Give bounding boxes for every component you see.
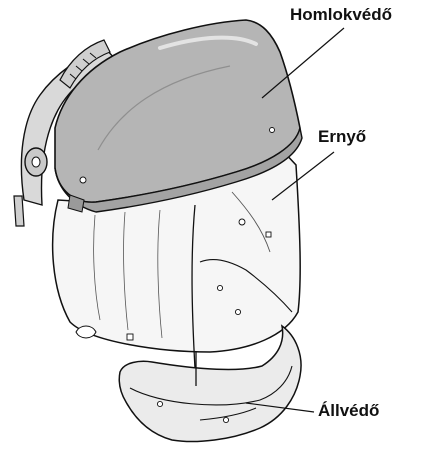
visor-slot <box>76 326 96 338</box>
chin-guard-rivet-2 <box>223 417 228 422</box>
visor-hole-1 <box>239 219 245 225</box>
brow-guard-dot-1 <box>80 177 86 183</box>
visor-hole-3 <box>235 309 240 314</box>
label-brow-guard: Homlokvédő <box>290 6 392 23</box>
label-visor: Ernyő <box>318 128 366 145</box>
visor-rivet-2 <box>266 232 271 237</box>
chin-guard-rivet-1 <box>157 401 162 406</box>
visor-hole-2 <box>217 285 222 290</box>
visor-rivet-1 <box>127 334 133 340</box>
pivot-knob-center <box>32 157 40 167</box>
brow-guard-dot-2 <box>270 128 275 133</box>
label-chin-guard: Állvédő <box>318 402 379 419</box>
harness-side-band <box>14 196 24 226</box>
